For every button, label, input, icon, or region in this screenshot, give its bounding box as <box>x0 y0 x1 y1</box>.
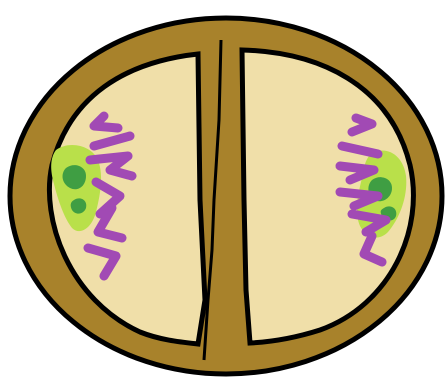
cell-division-diagram <box>0 0 446 380</box>
cell-division-svg <box>0 0 446 380</box>
